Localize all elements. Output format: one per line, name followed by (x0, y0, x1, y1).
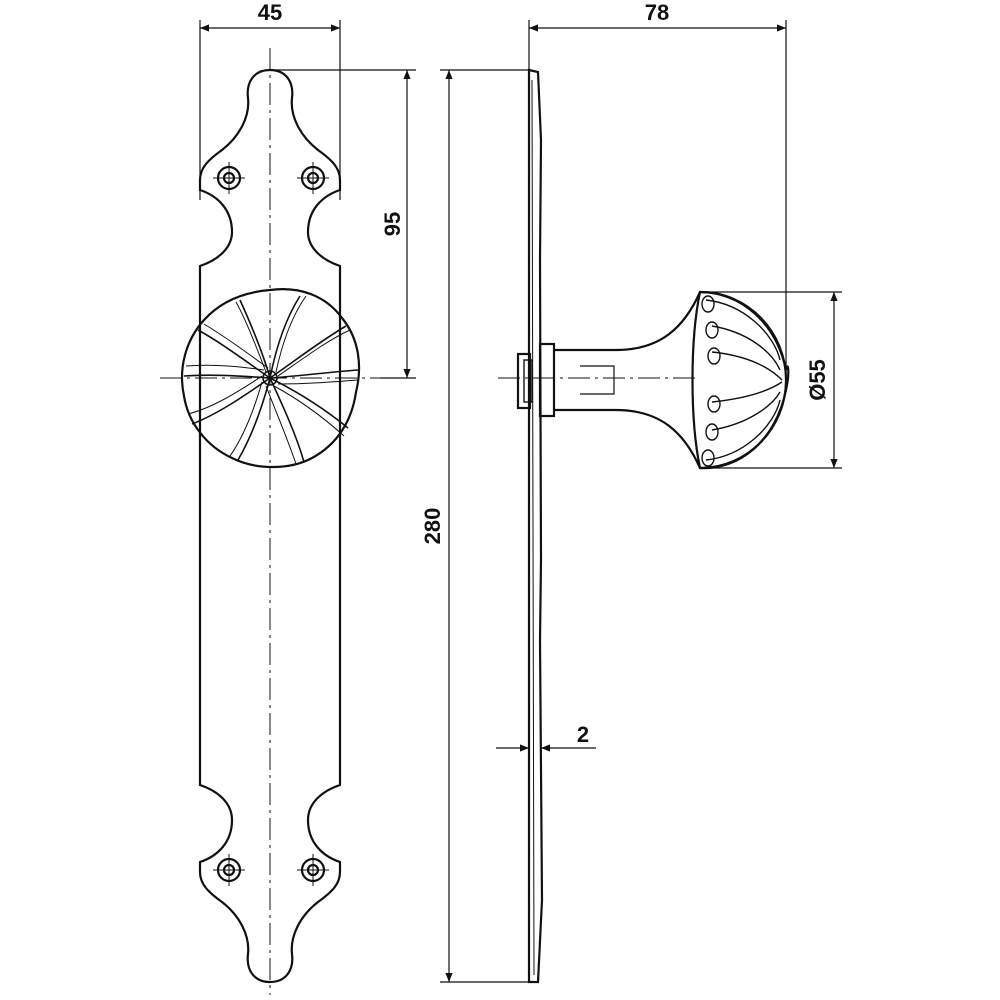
dimension-lines (199, 20, 842, 983)
rosette-knob-icon (180, 288, 361, 469)
dim-label-thickness: 2 (577, 722, 589, 747)
dim-label-height: 280 (420, 508, 445, 545)
screw-hole-bottom-right-icon (297, 854, 329, 886)
knob-neck (554, 291, 702, 469)
collar (538, 342, 556, 418)
dim-label-hole-distance: 95 (380, 212, 405, 236)
side-view (498, 68, 790, 984)
knob-head-icon (691, 290, 790, 470)
dim-label-projection: 78 (645, 0, 669, 25)
screw-hole-bottom-left-icon (213, 854, 245, 886)
mounting-boss (516, 352, 532, 410)
screw-hole-top-left-icon (213, 162, 245, 194)
dim-label-diameter: Ø55 (805, 359, 830, 401)
backplate-outline (198, 68, 342, 984)
backplate-profile (527, 68, 544, 984)
screw-hole-top-right-icon (297, 162, 329, 194)
dim-label-width: 45 (258, 0, 282, 25)
front-view (160, 48, 380, 995)
